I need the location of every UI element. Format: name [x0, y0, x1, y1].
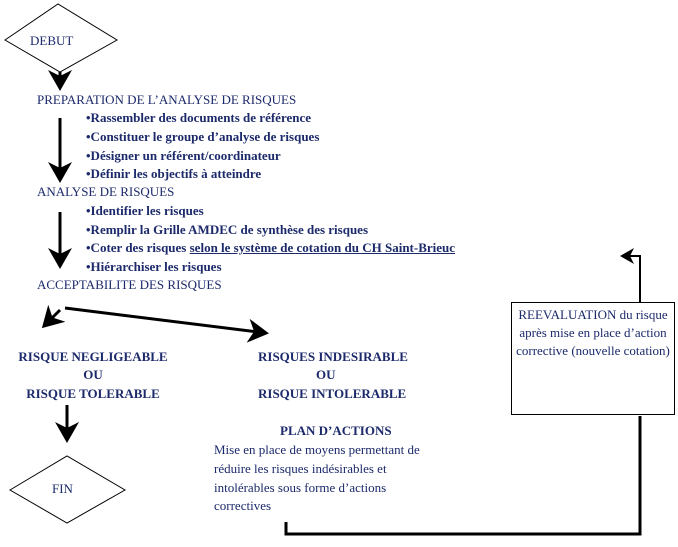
acceptabilite-title: ACCEPTABILITE DES RISQUES — [37, 277, 222, 292]
analyse-item-text: •Coter des risques — [86, 240, 190, 255]
end-diamond — [9, 455, 126, 524]
preparation-item: •Désigner un référent/coordinateur — [86, 148, 281, 163]
analyse-item: •Remplir la Grille AMDEC de synthèse des… — [86, 222, 369, 237]
left-branch-line: RISQUE NEGLIGEABLE — [18, 349, 168, 364]
reevaluation-box: REEVALUATION du risque après mise en pla… — [511, 302, 675, 415]
plan-line: Mise en place de moyens permettant de — [214, 442, 420, 457]
start-diamond — [4, 3, 118, 73]
plan-line: réduire les risques indésirables et — [214, 461, 387, 476]
left-branch-line: OU — [83, 367, 103, 382]
analyse-item: •Identifier les risques — [86, 203, 204, 218]
analyse-title: ANALYSE DE RISQUES — [37, 184, 175, 199]
cotation-system-link[interactable]: selon le système de cotation du CH Saint… — [189, 240, 456, 255]
feedback-line — [284, 416, 642, 536]
analyse-item: •Coter des risques selon le système de c… — [86, 240, 455, 256]
feedback-return-line — [620, 248, 641, 302]
plan-title: PLAN D’ACTIONS — [280, 423, 392, 438]
start-label: DEBUT — [30, 33, 74, 48]
left-branch-line: RISQUE TOLERABLE — [26, 386, 160, 401]
right-branch-line: RISQUE INTOLERABLE — [258, 386, 407, 401]
preparation-item: •Définir les objectifs à atteindre — [86, 166, 262, 181]
arrow-to-indesirable — [64, 306, 269, 343]
right-branch-line: OU — [316, 367, 336, 382]
preparation-title: PREPARATION DE L’ANALYSE DE RISQUES — [37, 92, 297, 107]
plan-line: correctives — [214, 498, 272, 513]
analyse-item: •Hiérarchiser les risques — [86, 259, 222, 274]
preparation-item: •Rassembler des documents de référence — [86, 110, 312, 125]
preparation-item: •Constituer le groupe d’analyse de risqu… — [86, 129, 320, 144]
arrow-to-negligeable — [41, 304, 66, 329]
plan-line: intolérables sous forme d’actions — [214, 480, 387, 495]
right-branch-line: RISQUES INDESIRABLE — [258, 349, 408, 364]
end-label: FIN — [52, 481, 73, 496]
